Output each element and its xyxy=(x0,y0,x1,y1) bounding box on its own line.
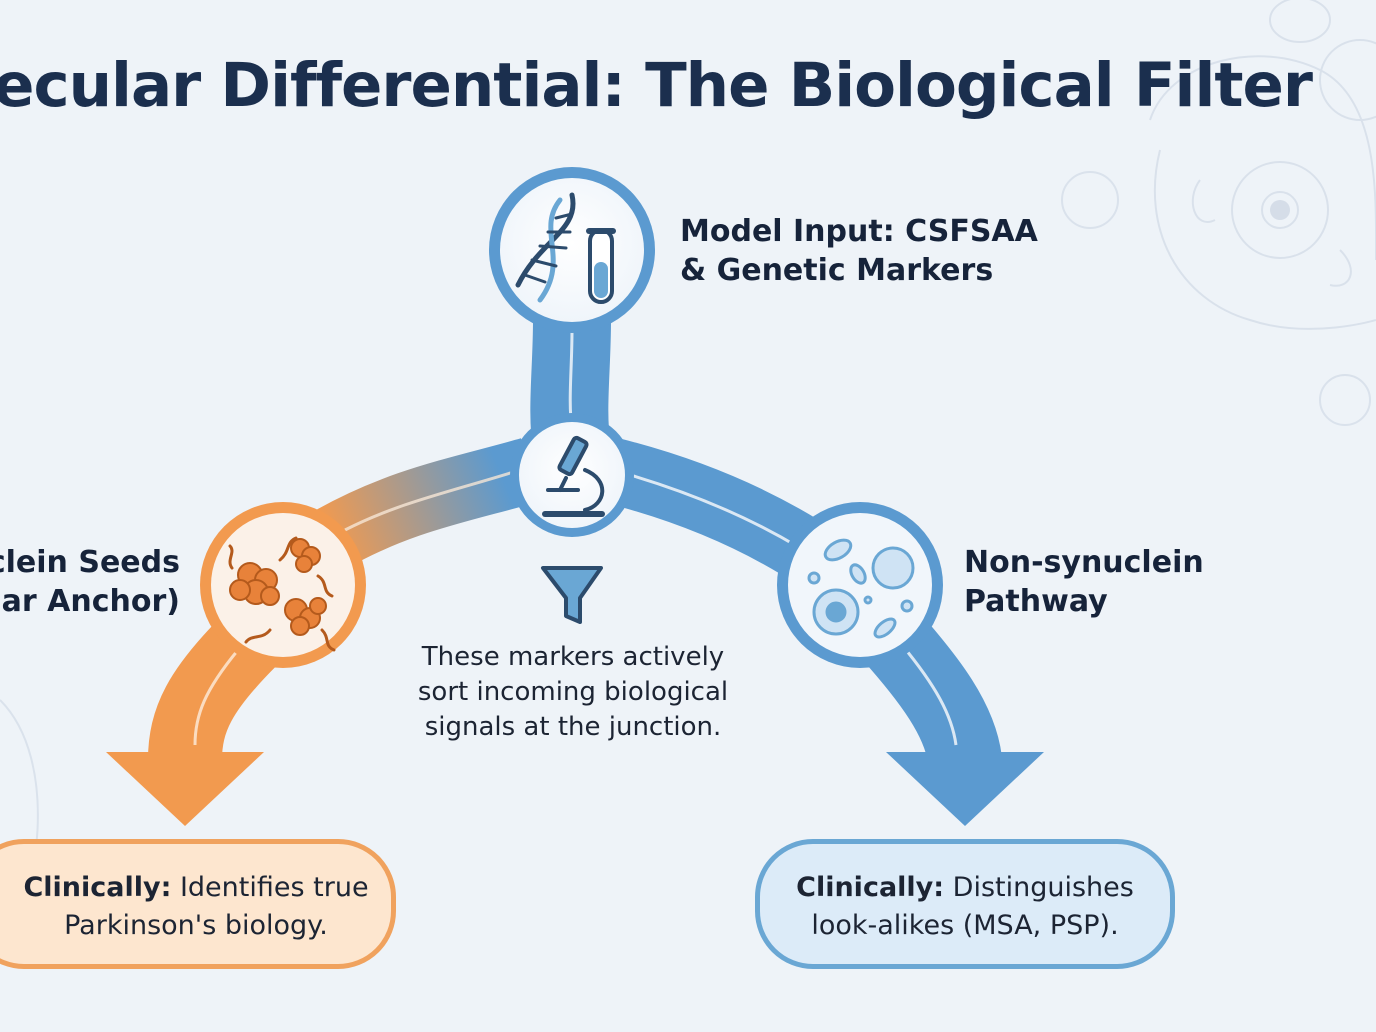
right-outcome-line1: Clinically: Distinguishes xyxy=(760,869,1170,907)
left-arrow-head xyxy=(106,752,264,826)
left-outcome-line2: Parkinson's biology. xyxy=(64,910,328,941)
right-outcome-bold: Clinically: xyxy=(796,872,945,903)
funnel-icon xyxy=(541,566,603,624)
synuclein-aggregates-icon xyxy=(228,536,336,652)
left-branch-path xyxy=(313,438,540,569)
right-arrow-head xyxy=(886,752,1044,826)
page-title: ecular Differential: The Biological Filt… xyxy=(0,50,1313,121)
input-label-line1: Model Input: CSFSAA xyxy=(680,214,1038,249)
test-tube-icon xyxy=(586,228,616,304)
left-outcome-bold: Clinically: xyxy=(23,872,172,903)
right-nonsynuclein-node xyxy=(777,502,943,668)
junction-description: These markers actively sort incoming bio… xyxy=(392,640,754,745)
input-label-line2: & Genetic Markers xyxy=(680,253,994,288)
input-node-label: Model Input: CSFSAA & Genetic Markers xyxy=(680,212,1038,290)
left-label-line2: ular Anchor) xyxy=(0,584,180,619)
right-branch-label: Non-synuclein Pathway xyxy=(964,543,1204,621)
left-label-line1: uclein Seeds xyxy=(0,545,180,580)
left-branch-label: uclein Seeds ular Anchor) xyxy=(0,543,180,621)
right-outcome-box: Clinically: Distinguishes look-alikes (M… xyxy=(755,839,1175,969)
junction-desc-line1: These markers actively xyxy=(421,642,725,672)
right-label-line1: Non-synuclein xyxy=(964,545,1204,580)
left-outcome-rest: Identifies true xyxy=(171,872,369,903)
junction-desc-line2: sort incoming biological xyxy=(417,677,729,707)
left-synuclein-node xyxy=(200,502,366,668)
dna-icon xyxy=(515,192,576,303)
right-outcome-line2: look-alikes (MSA, PSP). xyxy=(811,910,1119,941)
cells-icon xyxy=(807,538,915,639)
right-outcome-rest: Distinguishes xyxy=(944,872,1134,903)
input-node xyxy=(489,167,655,333)
right-label-line2: Pathway xyxy=(964,584,1108,619)
microscope-icon xyxy=(542,435,605,517)
junction-node xyxy=(510,413,634,537)
junction-desc-line3: signals at the junction. xyxy=(424,712,722,742)
left-outcome-line1: Clinically: Identifies true xyxy=(1,869,391,907)
left-outcome-box: Clinically: Identifies true Parkinson's … xyxy=(0,839,396,969)
